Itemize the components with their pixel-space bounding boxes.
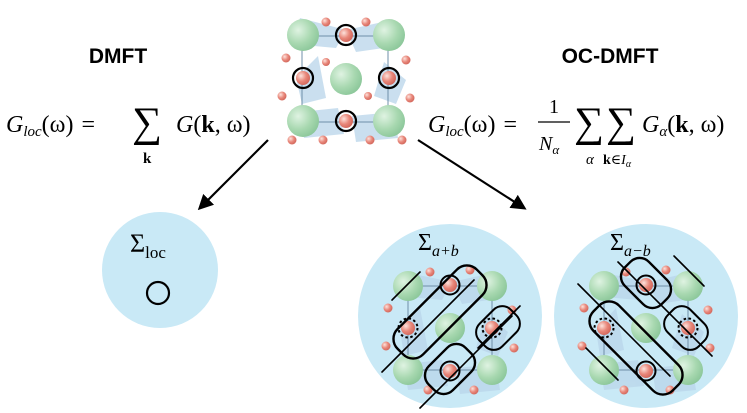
highlighted-sites bbox=[291, 23, 401, 133]
svg-text:G(k, ω): G(k, ω) bbox=[176, 112, 251, 138]
top-lattice bbox=[277, 17, 415, 145]
svg-text:k∈Iα: k∈Iα bbox=[603, 153, 632, 170]
sigma-a-minus-b-label: Σa−b bbox=[610, 230, 651, 260]
sigma-a-plus-b-label: Σa+b bbox=[418, 230, 459, 260]
oc-dmft-equation: Gloc(ω)= 1 Nα ∑ α ∑ k∈Iα Gα(k, ω) bbox=[428, 96, 724, 170]
local-site-marker bbox=[145, 280, 171, 306]
svg-text:α: α bbox=[586, 152, 595, 168]
svg-text:Nα: Nα bbox=[538, 133, 560, 157]
sigma-a-minus-b-bubble: Σa−b bbox=[554, 224, 738, 408]
sigma-loc-label: Σloc bbox=[130, 229, 166, 262]
oc-dmft-title: OC-DMFT bbox=[562, 45, 659, 68]
svg-text:∑: ∑ bbox=[606, 100, 636, 146]
svg-text:k: k bbox=[143, 151, 152, 167]
dmft-equation: Gloc(ω)= ∑ k G(k, ω) bbox=[6, 100, 251, 167]
sigma-loc-bubble: Σloc bbox=[102, 212, 218, 328]
arrow-to-oc-dmft bbox=[417, 139, 527, 210]
lattice-a-minus-b bbox=[577, 255, 715, 396]
svg-text:∑: ∑ bbox=[132, 100, 162, 146]
sigma-a-plus-b-bubble: Σa+b bbox=[358, 224, 542, 409]
dmft-title: DMFT bbox=[89, 45, 147, 68]
green-atoms bbox=[287, 19, 405, 137]
red-atoms bbox=[277, 17, 415, 145]
svg-text:1: 1 bbox=[549, 96, 559, 118]
svg-text:Gloc(ω)=: Gloc(ω)= bbox=[428, 112, 517, 140]
arrow-to-dmft bbox=[197, 139, 269, 211]
lattice-a-plus-b bbox=[381, 264, 521, 409]
svg-text:Gloc(ω)=: Gloc(ω)= bbox=[6, 112, 95, 140]
svg-text:∑: ∑ bbox=[574, 100, 604, 146]
svg-text:Gα(k, ω): Gα(k, ω) bbox=[642, 112, 724, 140]
